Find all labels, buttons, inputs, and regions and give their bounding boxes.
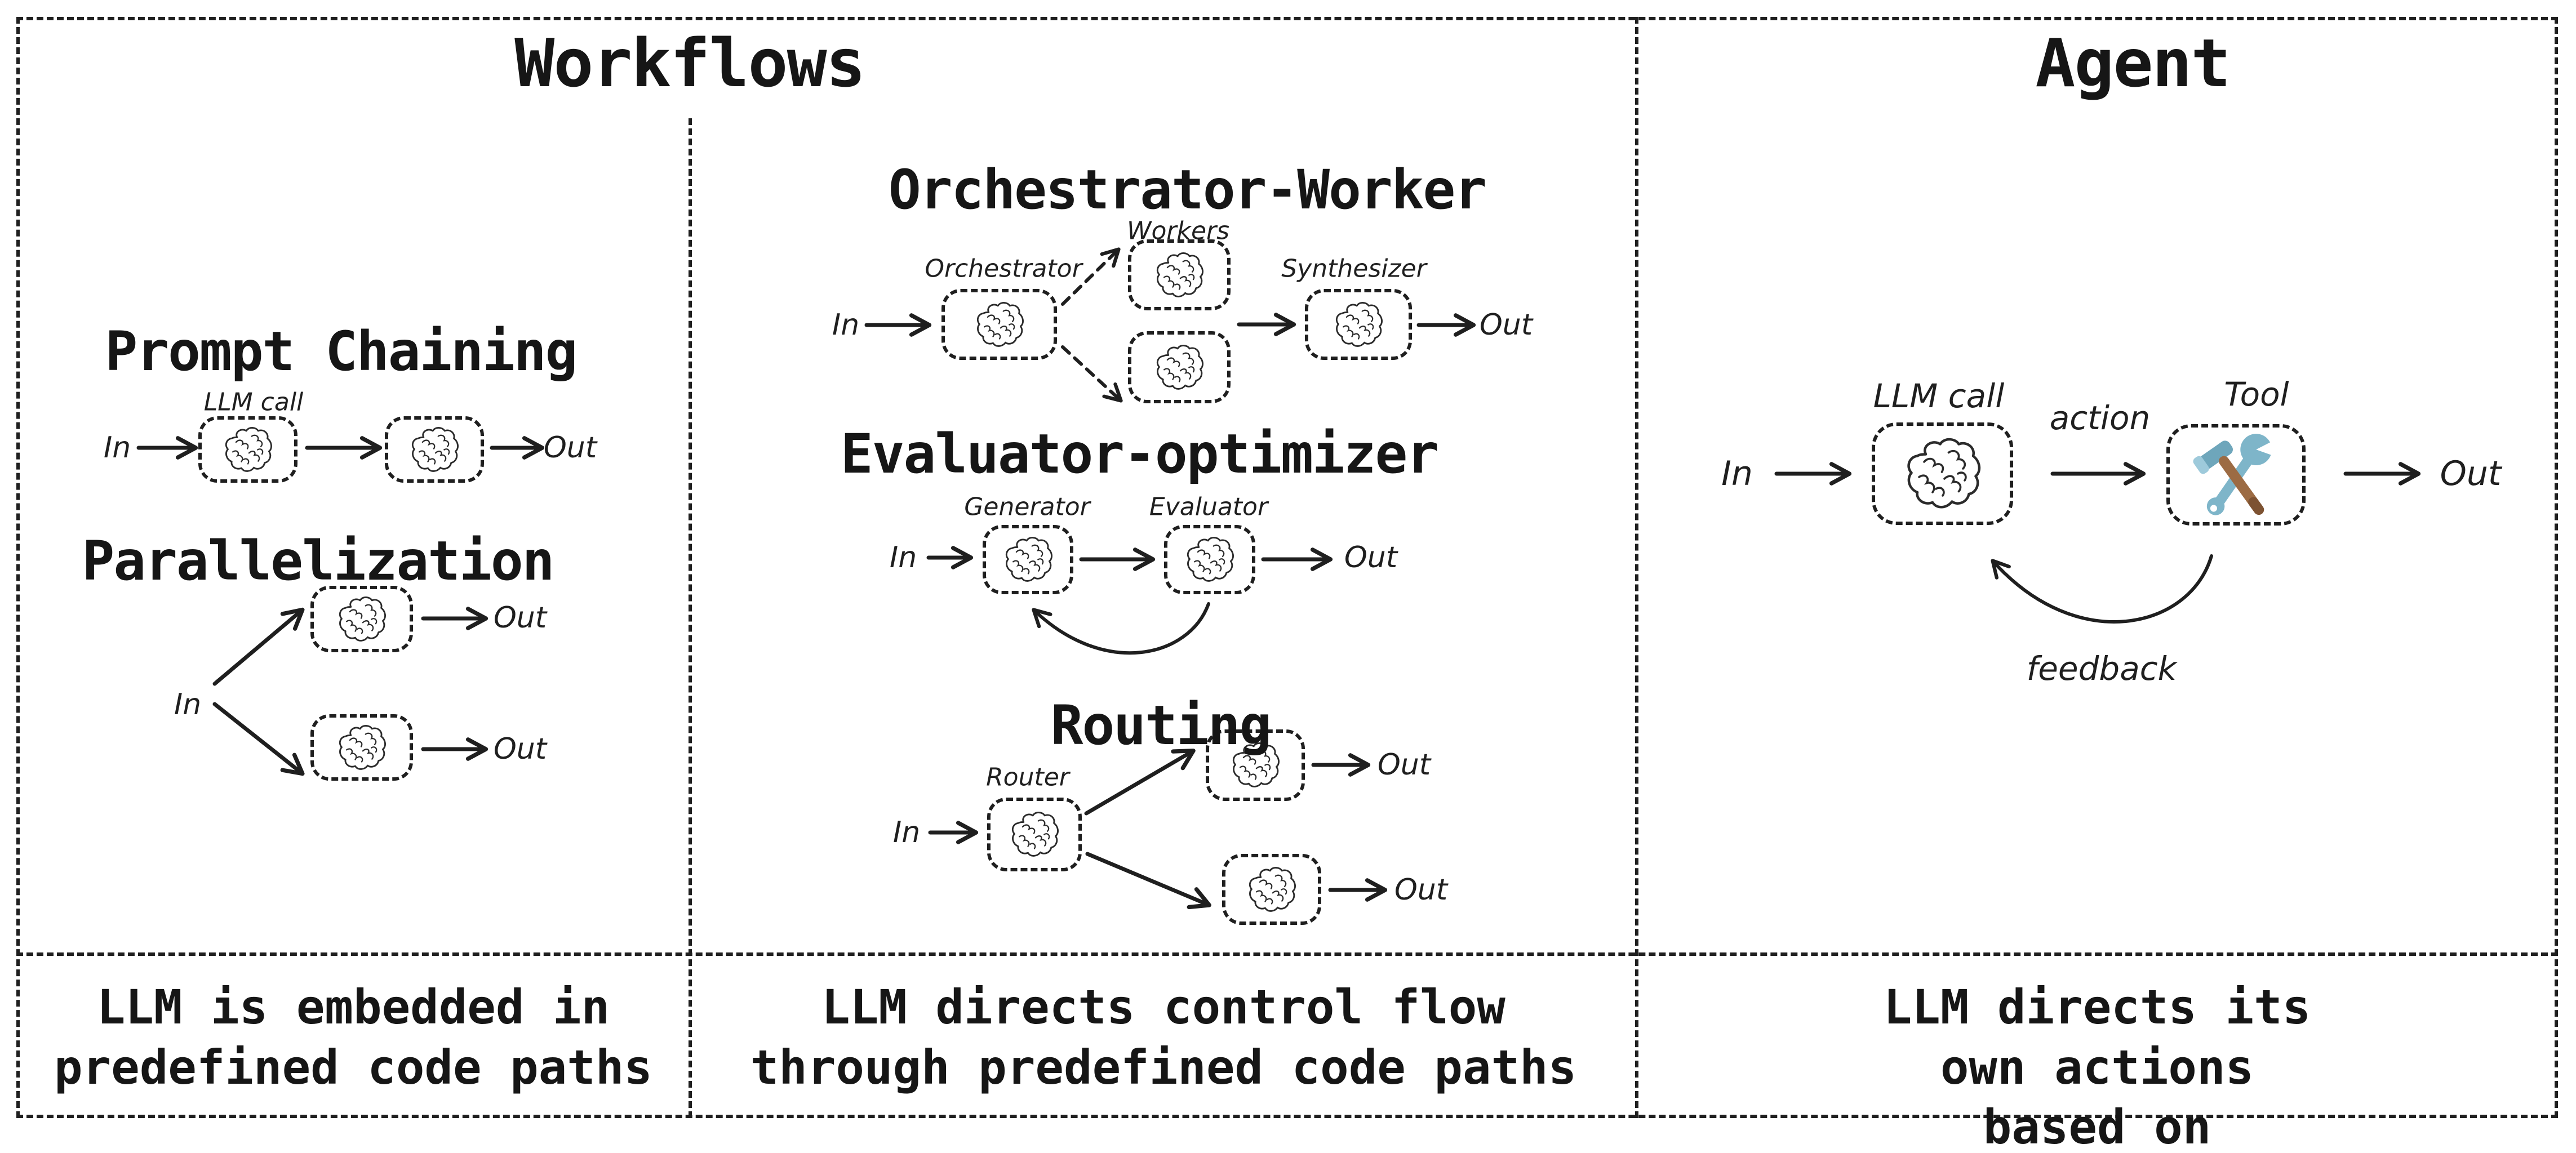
agent-tool-box — [2166, 424, 2306, 526]
worker-box-top — [1128, 239, 1231, 310]
orchestrator-worker-out-label: Out — [1479, 308, 1533, 342]
evaluator-optimizer-title: Evaluator-optimizer — [840, 422, 1439, 486]
synthesizer-box — [1305, 289, 1412, 360]
agent-llm-call-label: LLM call — [1873, 377, 2005, 415]
workers-label: Workers — [1126, 216, 1230, 246]
parallelization-arrow-out-top — [421, 607, 488, 630]
hammer-wrench-icon — [2193, 434, 2283, 515]
generator-to-evaluator-arrow — [1079, 547, 1156, 571]
evaluator-optimizer-out-label: Out — [1344, 541, 1398, 575]
routing-in-label: In — [892, 816, 921, 849]
evaluator-optimizer-in-label: In — [889, 541, 917, 575]
orchestrator-worker-arrow-out — [1416, 313, 1476, 337]
prompt-chaining-title: Prompt Chaining — [105, 320, 578, 383]
brain-icon — [1152, 344, 1206, 391]
prompt-chaining-in-label: In — [103, 431, 131, 465]
brain-icon — [1900, 437, 1985, 511]
caption-line: LLM is embedded in — [96, 980, 610, 1035]
parallelization-in-label: In — [174, 688, 202, 722]
router-box — [987, 798, 1082, 871]
routing-arrow-out-bottom — [1328, 878, 1388, 902]
agent-feedback-loop-arrow — [1991, 554, 2213, 624]
parallelization-arrow-down — [212, 702, 305, 776]
workflows-title: Workflows — [514, 24, 865, 102]
caption-line: through predefined code paths — [750, 1039, 1577, 1095]
router-arrow-down — [1085, 852, 1211, 910]
prompt-chaining-arrow-mid — [305, 436, 383, 460]
agent-action-label: action — [2049, 399, 2151, 437]
brain-icon — [407, 426, 461, 474]
caption-line: LLM directs control flow — [821, 980, 1505, 1035]
router-label: Router — [986, 763, 1069, 792]
brain-icon — [335, 595, 389, 643]
caption-line: LLM directs its own actions — [1883, 980, 2311, 1095]
generator-box — [983, 525, 1073, 594]
routing-branch-box-bottom — [1222, 854, 1321, 925]
caption-line: based on environmental feedback — [1983, 1099, 2211, 1153]
caption-row-divider — [16, 952, 2558, 956]
parallelization-title: Parallelization — [82, 529, 555, 593]
router-arrow-up — [1084, 749, 1196, 816]
prompt-chaining-out-label: Out — [543, 431, 597, 465]
agent-out-label: Out — [2440, 454, 2502, 493]
workflows-left-caption: LLM is embedded in predefined code paths — [54, 977, 652, 1097]
evaluator-box — [1164, 525, 1255, 594]
orchestrator-worker-arrow-in — [864, 313, 932, 337]
parallelization-llm-box-bottom — [310, 714, 413, 781]
parallelization-llm-box-top — [310, 586, 413, 652]
brain-icon — [1331, 301, 1385, 349]
routing-arrow-in — [928, 821, 979, 844]
agent-caption: LLM directs its own actions based on env… — [1858, 977, 2337, 1153]
agent-arrow-in — [1774, 462, 1852, 486]
routing-title: Routing — [1050, 694, 1272, 757]
evaluator-optimizer-arrow-in — [926, 546, 974, 569]
brain-icon — [221, 426, 275, 474]
worker-box-bottom — [1128, 331, 1231, 403]
evaluator-feedback-loop-arrow — [1032, 602, 1210, 655]
orchestrator-label: Orchestrator — [925, 254, 1082, 283]
agent-in-label: In — [1721, 454, 1753, 493]
brain-icon — [1007, 811, 1062, 858]
prompt-chaining-llm-box-1 — [198, 416, 297, 483]
workflows-column-divider — [689, 118, 692, 1118]
agent-title: Agent — [2035, 24, 2231, 102]
brain-icon — [1152, 251, 1206, 299]
brain-icon — [335, 724, 389, 772]
brain-icon — [1001, 536, 1055, 584]
brain-icon — [972, 301, 1027, 349]
prompt-chaining-llm-call-label: LLM call — [203, 388, 304, 417]
prompt-chaining-arrow-in — [136, 436, 198, 460]
agent-tool-label: Tool — [2224, 375, 2289, 413]
parallelization-out-top-label: Out — [493, 601, 547, 635]
prompt-chaining-arrow-out — [490, 436, 545, 460]
agent-llm-box — [1872, 422, 2013, 525]
orchestrator-dispatch-arrow-down — [1061, 345, 1123, 403]
workers-to-synthesizer-arrow — [1237, 313, 1296, 336]
generator-label: Generator — [964, 492, 1090, 522]
routing-out-bottom-label: Out — [1394, 873, 1448, 907]
parallelization-out-bottom-label: Out — [493, 732, 547, 766]
routing-branch-box-top — [1206, 729, 1305, 801]
parallelization-arrow-out-bottom — [421, 737, 488, 761]
workflows-agent-divider — [1635, 17, 1638, 1118]
workflows-middle-caption: LLM directs control flow through predefi… — [750, 977, 1577, 1097]
orchestrator-box — [941, 289, 1057, 360]
brain-icon — [1245, 866, 1299, 914]
evaluator-label: Evaluator — [1149, 492, 1268, 522]
agent-action-arrow — [2050, 462, 2146, 486]
synthesizer-label: Synthesizer — [1281, 254, 1427, 283]
routing-arrow-out-top — [1311, 753, 1371, 777]
parallelization-arrow-up — [212, 607, 305, 686]
outer-panel-border — [16, 17, 2558, 1118]
brain-icon — [1183, 536, 1237, 584]
agent-feedback-label: feedback — [2026, 649, 2177, 688]
orchestrator-worker-in-label: In — [832, 308, 860, 342]
agent-arrow-out — [2343, 462, 2421, 486]
prompt-chaining-llm-box-2 — [385, 416, 484, 483]
evaluator-optimizer-arrow-out — [1261, 547, 1333, 571]
routing-out-top-label: Out — [1377, 748, 1431, 782]
orchestrator-worker-title: Orchestrator-Worker — [888, 158, 1487, 221]
caption-line: predefined code paths — [54, 1039, 653, 1095]
orchestrator-dispatch-arrow-up — [1061, 247, 1121, 306]
